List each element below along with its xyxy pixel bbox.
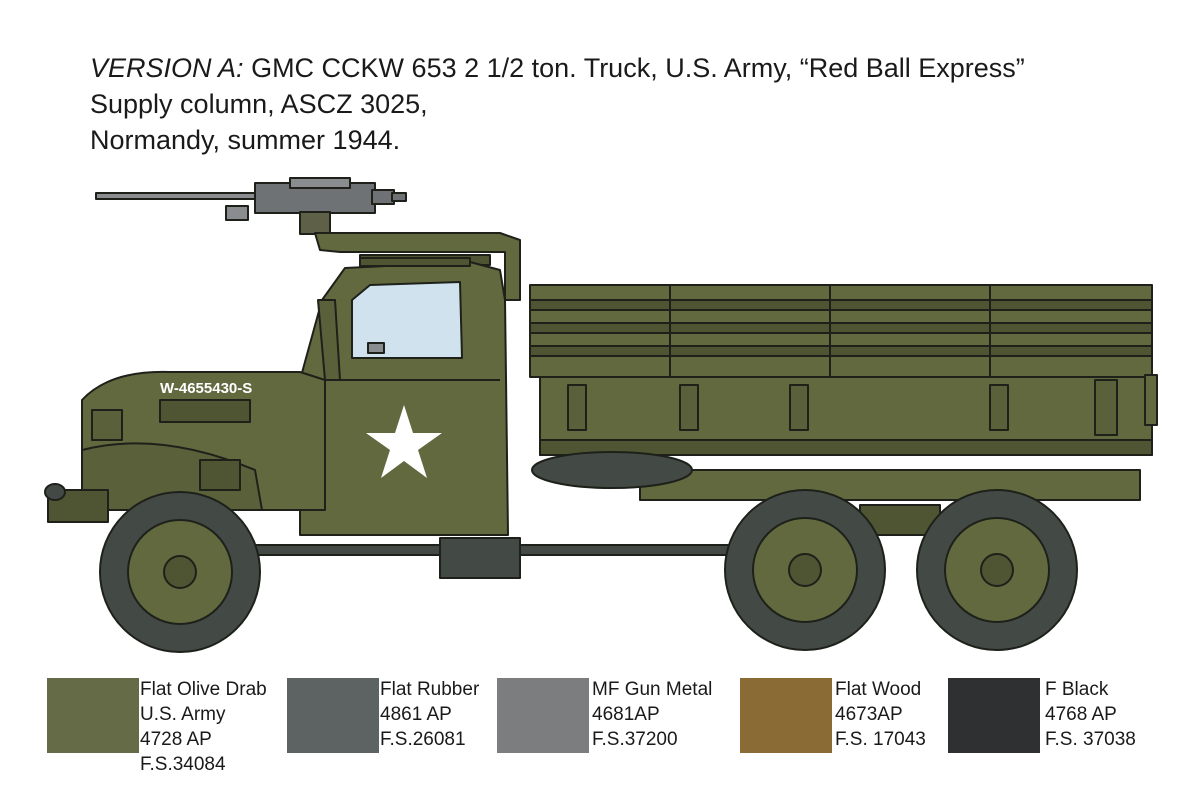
cab-window xyxy=(351,281,463,359)
caption: VERSION A: GMC CCKW 653 2 1/2 ton. Truck… xyxy=(90,50,1025,158)
marking-serial: W-4655430-S xyxy=(160,380,252,397)
caption-line-1: VERSION A: GMC CCKW 653 2 1/2 ton. Truck… xyxy=(90,50,1025,86)
vehicle-title: GMC CCKW 653 2 1/2 ton. Truck, U.S. Army… xyxy=(251,53,1025,83)
version-prefix: VERSION A: xyxy=(90,53,244,83)
front-wheel xyxy=(99,491,261,653)
cargo-bed xyxy=(529,284,1158,456)
caption-line-3: Normandy, summer 1944. xyxy=(90,125,401,155)
caption-line-2: Supply column, ASCZ 3025, xyxy=(90,89,428,119)
hood xyxy=(44,370,326,523)
machine-gun xyxy=(95,177,407,235)
cab xyxy=(299,257,509,536)
side-mirror xyxy=(367,342,385,354)
rear-wheel xyxy=(916,489,1078,651)
star-insignia xyxy=(366,405,442,478)
marking-usa: U.S.A. xyxy=(240,357,284,374)
middle-wheel xyxy=(724,489,886,651)
